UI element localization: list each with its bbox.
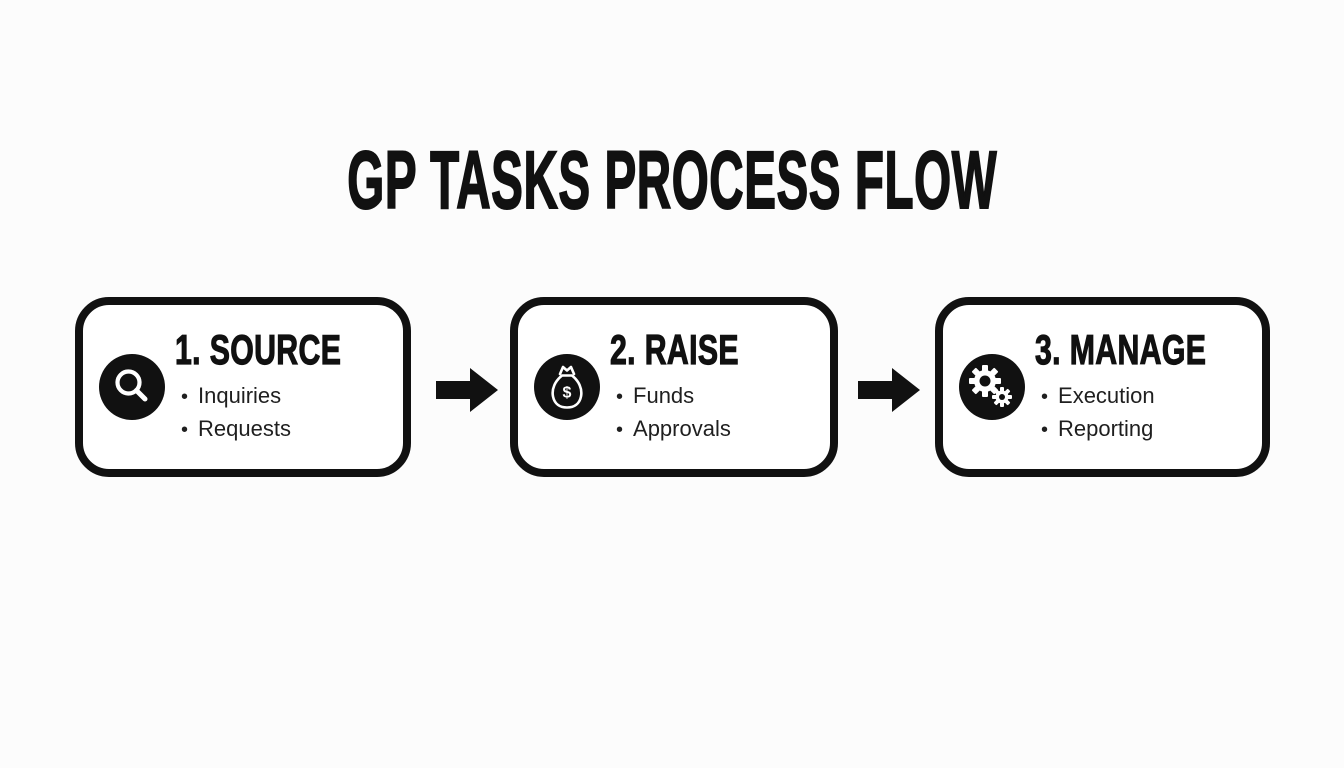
bullet-dot: • [1041,385,1049,408]
step-heading: 3. MANAGE [1035,326,1207,374]
bullet-label: Requests [198,415,291,441]
step-content: 2. RAISE • Funds • Approvals [610,326,789,446]
step-box-manage: 3. MANAGE • Execution • Reporting [935,297,1270,477]
bullet-label: Execution [1058,382,1155,408]
arrow-right-icon [436,368,498,412]
money-bag-icon: $ [534,354,600,420]
bullet-dot: • [181,418,189,441]
bullet-label: Reporting [1058,415,1154,441]
step-box-raise: $ 2. RAISE • Funds • Approvals [510,297,838,477]
step-content: 3. MANAGE • Execution • Reporting [1035,326,1273,446]
bullet-dot: • [616,418,624,441]
step-box-source: 1. SOURCE • Inquiries • Requests [75,297,411,477]
bullet-label: Funds [633,382,695,408]
page-title: GP TASKS PROCESS FLOW [346,135,997,226]
step-heading: 2. RAISE [610,326,739,374]
list-item: • Requests [175,413,406,446]
bullet-dot: • [616,385,624,408]
gears-icon [959,354,1025,420]
bullet-label: Inquiries [198,382,282,408]
list-item: • Inquiries [175,380,406,413]
dollar-sign: $ [563,385,572,402]
list-item: • Funds [610,380,789,413]
bullet-label: Approvals [633,415,731,441]
step-content: 1. SOURCE • Inquiries • Requests [175,326,406,446]
diagram-title-row: GP TASKS PROCESS FLOW [0,135,1344,245]
arrow-right-icon [858,368,920,412]
bullet-dot: • [181,385,189,408]
magnifier-search-icon [99,354,165,420]
step-heading: 1. SOURCE [175,326,342,374]
list-item: • Execution [1035,380,1273,413]
list-item: • Reporting [1035,413,1273,446]
bullet-dot: • [1041,418,1049,441]
list-item: • Approvals [610,413,789,446]
